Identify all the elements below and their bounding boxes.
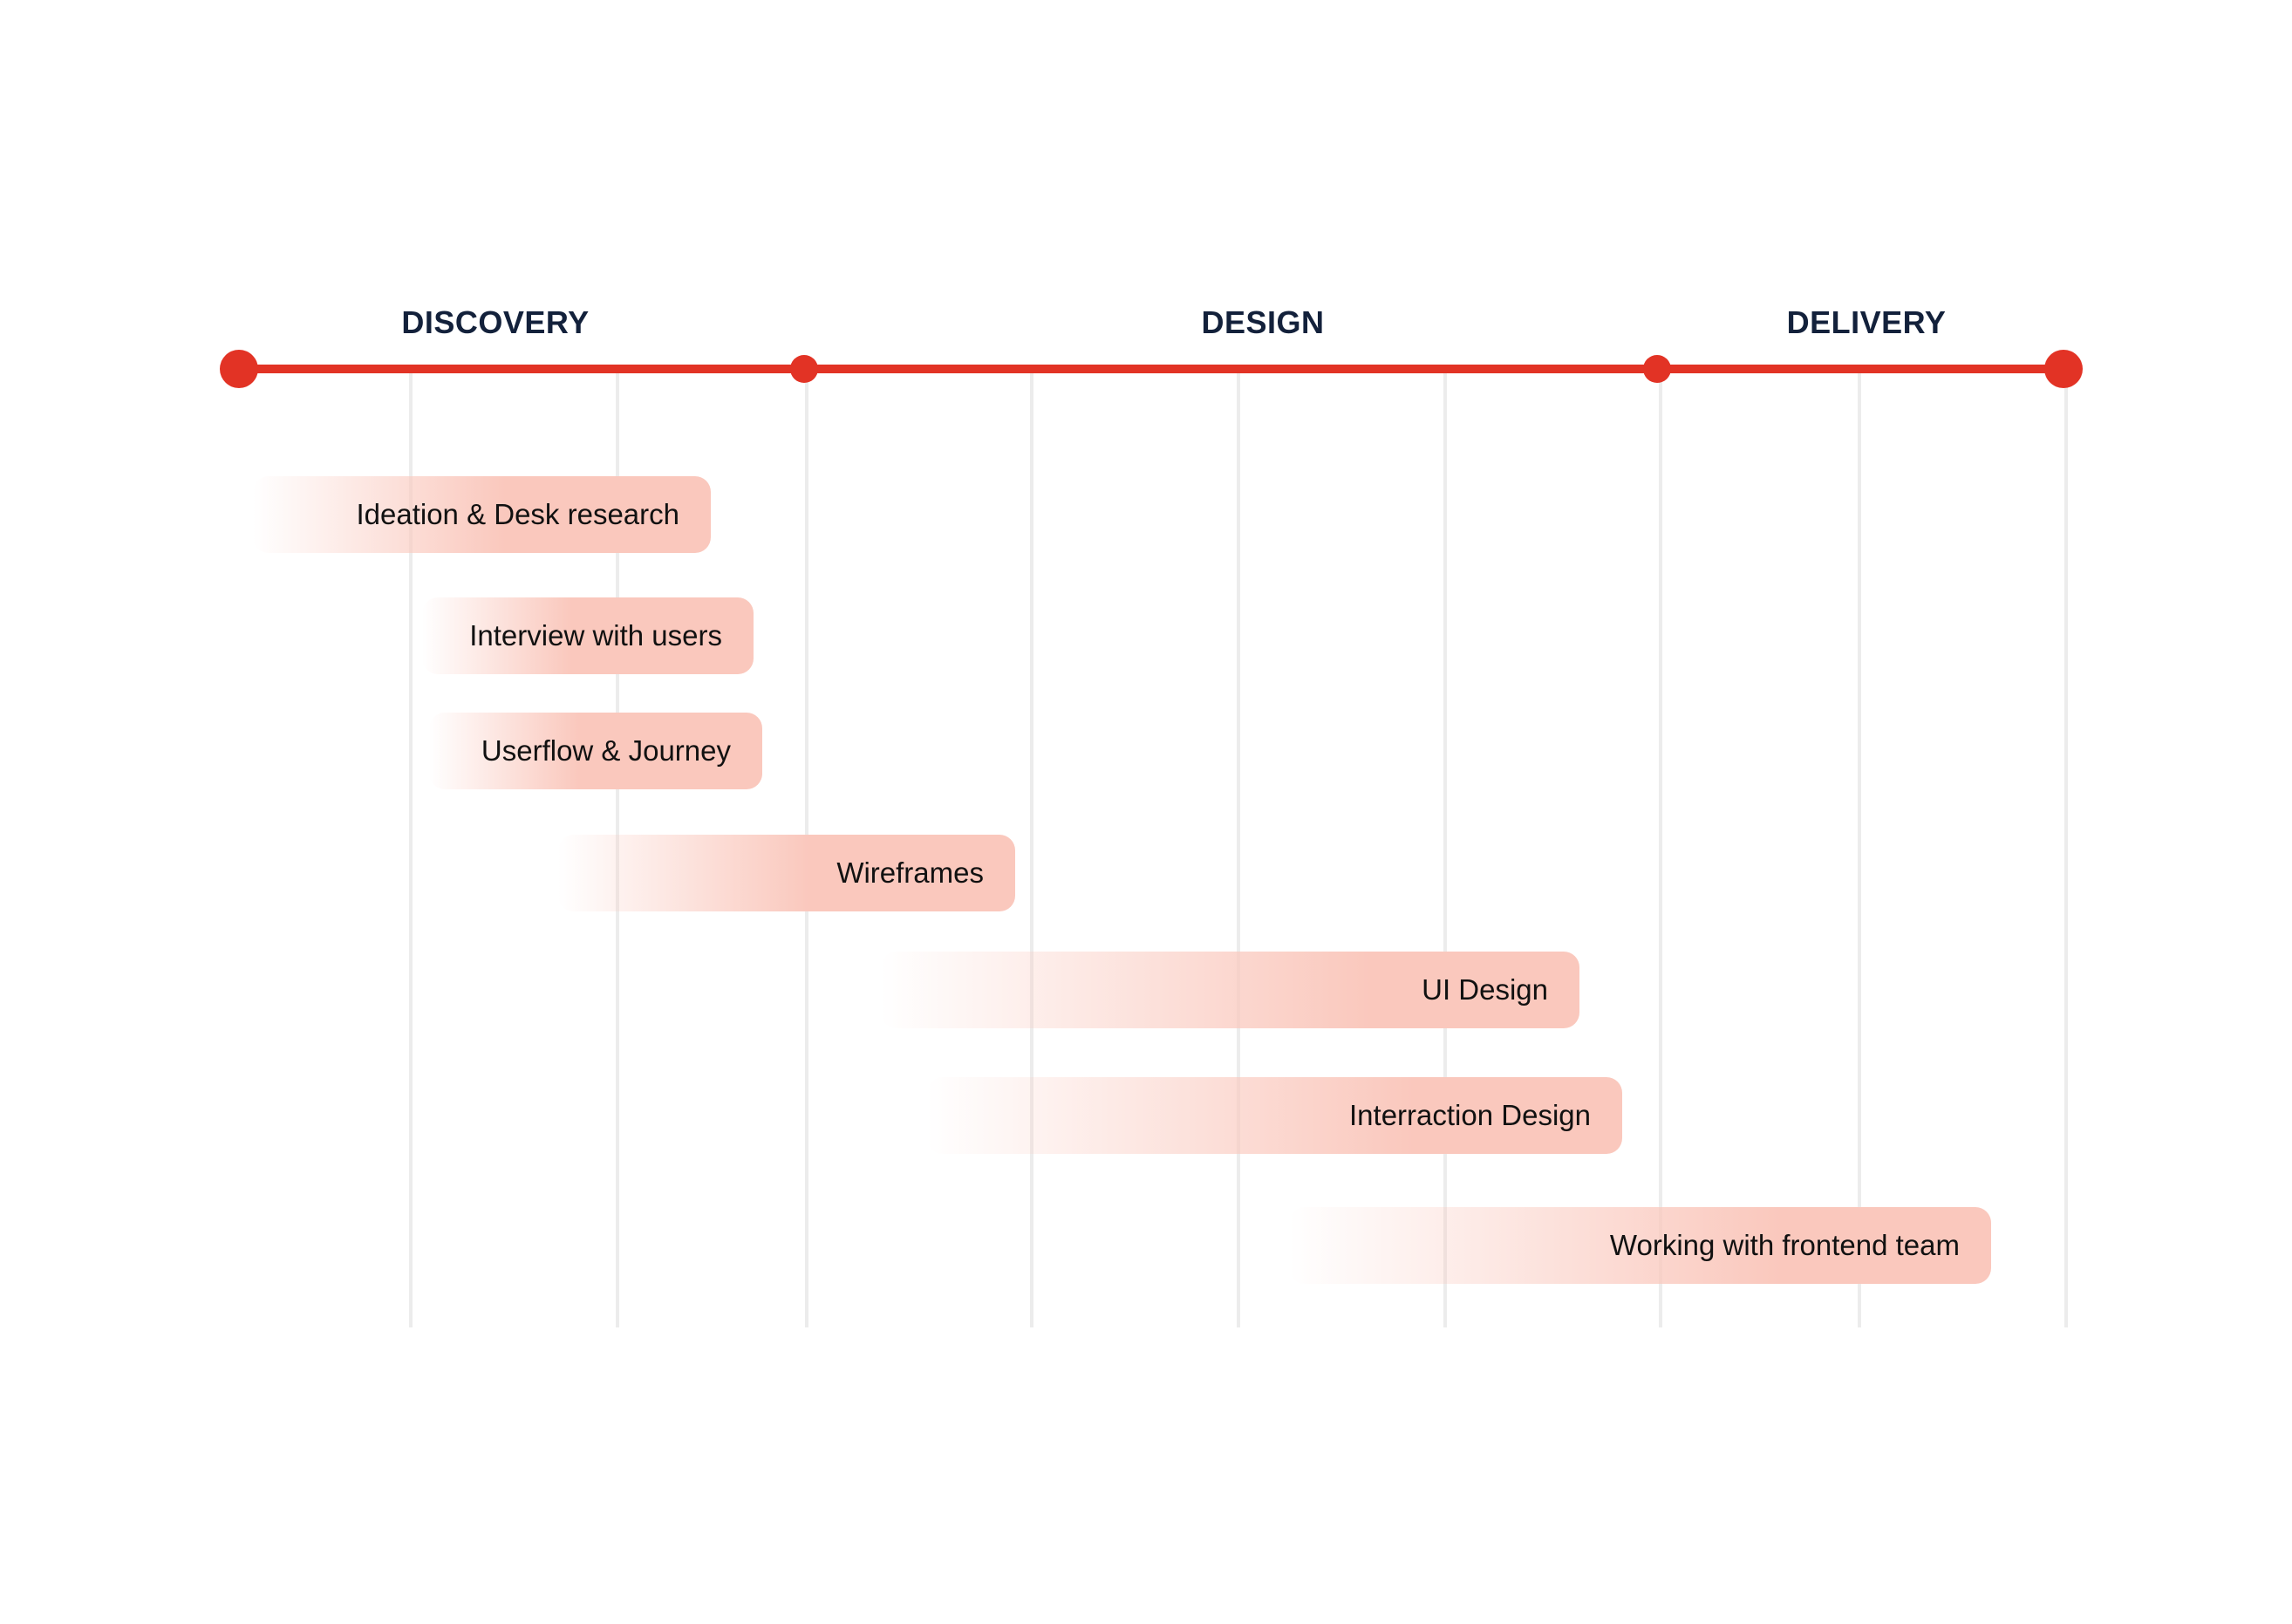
task-bar-userflow: Userflow & Journey [429,713,762,789]
task-label: UI Design [1422,973,1548,1006]
task-bar-interaction-design: Interraction Design [927,1077,1622,1154]
task-label: Interraction Design [1349,1099,1591,1131]
task-bar-ideation: Ideation & Desk research [253,476,711,553]
milestone-discovery-end-dot [790,355,818,383]
task-bar-ui-design: UI Design [881,952,1579,1028]
milestone-start-dot [220,350,258,388]
task-bar-interview: Interview with users [422,597,754,674]
task-label: Userflow & Journey [481,734,731,767]
task-label: Ideation & Desk research [356,498,679,530]
milestone-end-dot [2044,350,2083,388]
task-bar-wireframes: Wireframes [558,835,1015,911]
phase-label-design: DESIGN [1201,304,1325,340]
task-label: Wireframes [836,856,984,889]
phase-label-delivery: DELIVERY [1786,304,1947,340]
task-label: Working with frontend team [1609,1229,1960,1261]
task-bar-frontend-team: Working with frontend team [1289,1207,1991,1284]
phase-label-discovery: DISCOVERY [401,304,590,340]
task-label: Interview with users [469,619,722,652]
milestone-design-end-dot [1643,355,1671,383]
